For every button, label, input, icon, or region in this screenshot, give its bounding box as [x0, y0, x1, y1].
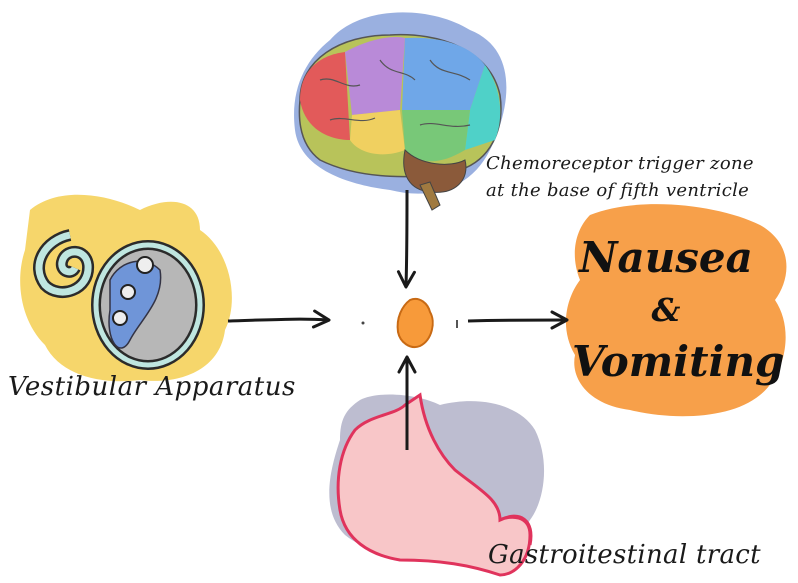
arrow-center-to-outcome: [468, 320, 566, 321]
ctz-label-line2: at the base of fifth ventricle: [486, 177, 754, 204]
arrow-brain-to-center: [406, 190, 407, 286]
outcome-label-vomiting: Vomiting: [572, 336, 760, 388]
vestibular-label: Vestibular Apparatus: [8, 372, 296, 402]
arrow-vestibular-to-center: [228, 319, 328, 321]
ctz-label-line1: Chemoreceptor trigger zone: [486, 150, 754, 177]
vomiting-center-node: [398, 299, 433, 347]
ctz-label: Chemoreceptor trigger zone at the base o…: [486, 150, 754, 204]
outcome-label: Nausea & Vomiting: [572, 232, 760, 388]
outcome-label-ampersand: &: [572, 284, 760, 336]
gastro-label: Gastroitestinal tract: [488, 540, 761, 570]
outcome-label-nausea: Nausea: [572, 232, 760, 284]
